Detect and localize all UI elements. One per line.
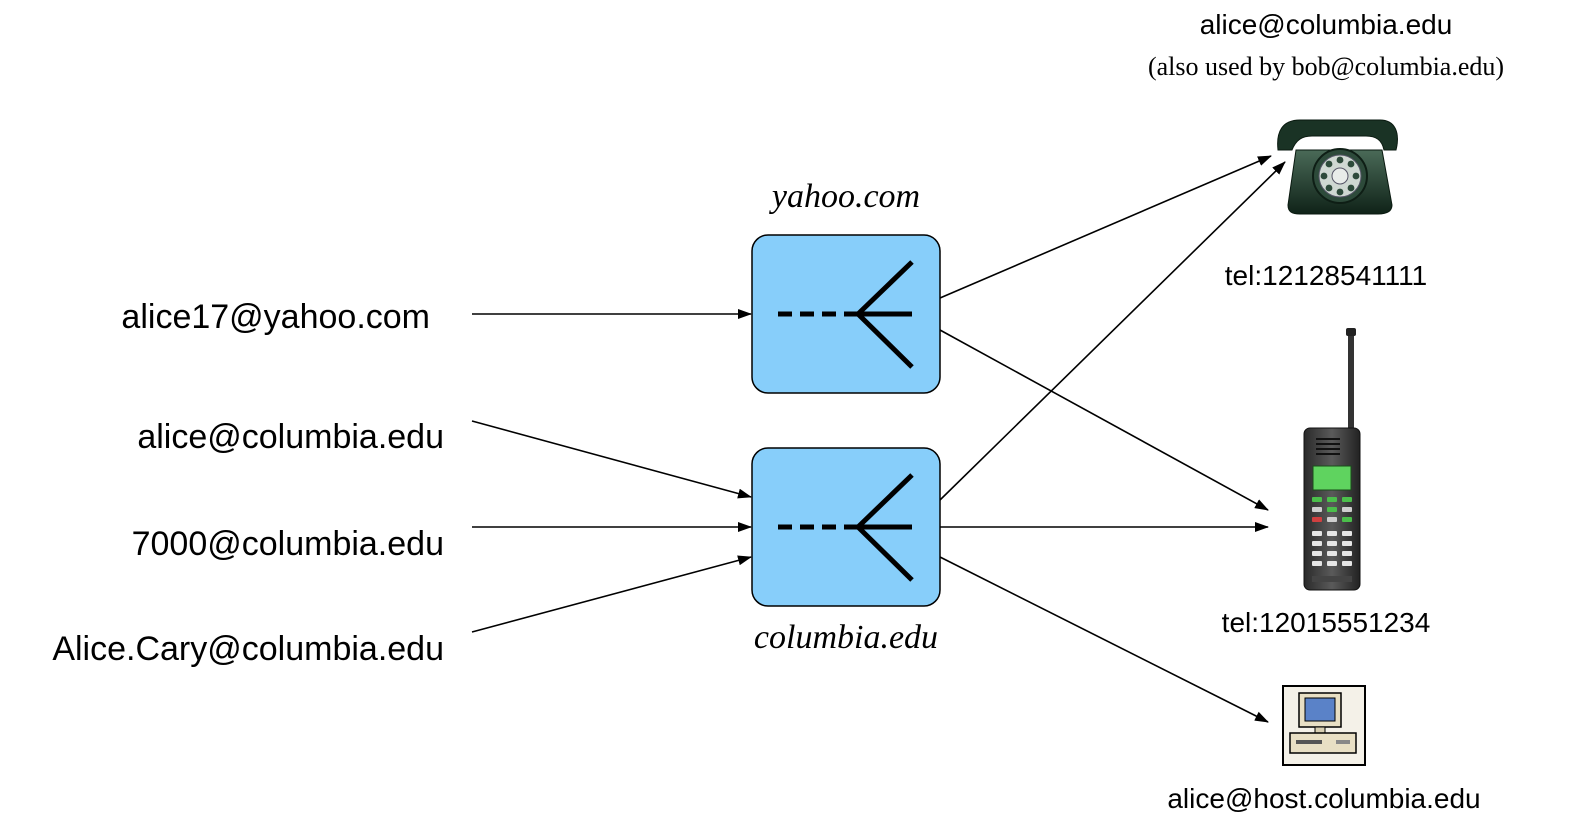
forking-proxy-icon [778, 260, 914, 369]
arrow [939, 155, 1272, 299]
computer-icon [1282, 685, 1366, 766]
source-label: 7000@columbia.edu [132, 525, 444, 563]
desk-phone-icon [1277, 119, 1398, 215]
arrow [471, 420, 752, 499]
arrow [939, 161, 1286, 501]
arrow [471, 555, 752, 633]
proxy-label: yahoo.com [769, 178, 920, 215]
mobile-phone-icon [1303, 328, 1361, 591]
incoming-arrows [471, 309, 752, 633]
arrow [939, 556, 1269, 723]
antenna [1348, 330, 1354, 432]
arrow [939, 329, 1269, 511]
source-label: alice17@yahoo.com [121, 298, 430, 336]
forking-proxy-icon [778, 473, 914, 582]
proxy-yahoo [751, 234, 941, 394]
source-label: Alice.Cary@columbia.edu [52, 630, 444, 668]
source-label: alice@columbia.edu [137, 418, 444, 456]
proxy-columbia [751, 447, 941, 607]
device-top-sublabel: (also used by bob@columbia.edu) [1148, 52, 1504, 81]
device-label: tel:12128541111 [1225, 260, 1427, 291]
device-label: tel:12015551234 [1222, 607, 1431, 638]
device-top-label: alice@columbia.edu [1200, 9, 1453, 40]
outgoing-arrows [939, 155, 1286, 723]
proxy-label: columbia.edu [754, 619, 938, 656]
device-label: alice@host.columbia.edu [1167, 783, 1480, 814]
